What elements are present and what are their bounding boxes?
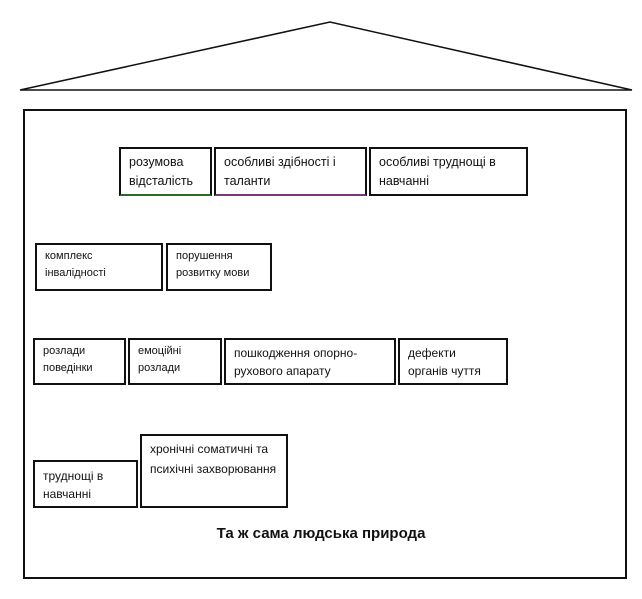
- house-frame: [23, 109, 627, 579]
- roof-triangle: [19, 21, 633, 91]
- box-special-talents: особливі здібності і таланти: [214, 147, 367, 196]
- box-learning-difficulties: труднощі в навчанні: [33, 460, 138, 508]
- box-special-learning-difficulties: особливі труднощі в навчанні: [369, 147, 528, 196]
- box-disability-complex: комплекс інвалідності: [35, 243, 163, 291]
- diagram-title: Та ж сама людська природа: [216, 525, 426, 542]
- box-musculoskeletal-damage: пошкодження опорно-рухового апарату: [224, 338, 396, 385]
- box-chronic-diseases: хронічні соматичні та психічні захворюва…: [140, 434, 288, 508]
- box-intellectual-disability: розумова відсталість: [119, 147, 212, 196]
- box-behavior-disorders: розлади поведінки: [33, 338, 126, 385]
- box-speech-disorder: порушення розвитку мови: [166, 243, 272, 291]
- box-emotional-disorders: емоційні розлади: [128, 338, 222, 385]
- box-sensory-defects: дефекти органів чуття: [398, 338, 508, 385]
